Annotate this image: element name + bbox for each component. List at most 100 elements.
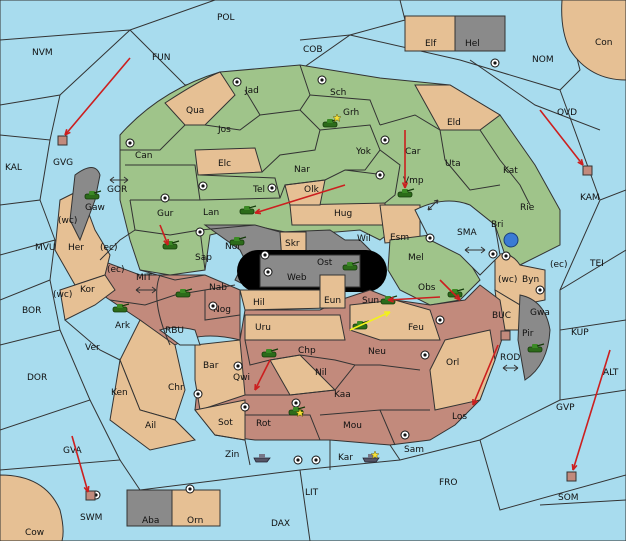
label-dax: DAX [271, 519, 290, 529]
label-rie: Rie [520, 203, 535, 213]
label-nil: Nil [315, 368, 327, 378]
label-jos: Jos [217, 125, 231, 135]
label-byn: Byn [522, 275, 539, 285]
supply-center-icon [208, 301, 218, 311]
supply-center-icon [291, 398, 301, 408]
label-sch: Sch [330, 88, 346, 98]
province-cow[interactable] [0, 474, 64, 541]
province-qua[interactable] [164, 71, 236, 126]
province-labels: POL NVM FUN COB Elf Hel Con NOM OVD KAL … [5, 13, 619, 538]
army-icon [261, 348, 279, 358]
label-lit: LIT [305, 488, 319, 498]
label-alt: ALT [603, 368, 619, 378]
move-arrow-icon [472, 344, 499, 406]
label-mou: Mou [343, 421, 362, 431]
label-cow: Cow [25, 528, 44, 538]
supply-center-icon [317, 75, 327, 85]
label-hug: Hug [334, 209, 352, 219]
province-uru[interactable] [244, 314, 346, 341]
sea-rbu[interactable] [158, 327, 201, 346]
label-hel: Hel [465, 39, 480, 49]
label-web: Web [287, 273, 307, 283]
label-kal: KAL [5, 163, 22, 173]
label-con: Con [595, 38, 613, 48]
label-eun: Eun [324, 296, 341, 306]
label-ost: Ost [317, 258, 333, 268]
province-con[interactable] [561, 0, 626, 81]
order-arrows [64, 57, 611, 493]
move-arrow-icon [159, 224, 169, 246]
province-orn[interactable] [171, 489, 221, 527]
move-arrow-icon [71, 435, 90, 493]
coast-label: (ec) [100, 243, 118, 253]
label-sun: Sun [362, 296, 379, 306]
label-skr: Skr [285, 239, 300, 249]
supply-center-icon [400, 430, 410, 440]
province-kor[interactable] [59, 274, 116, 321]
label-uta: Uta [445, 159, 461, 169]
label-feu: Feu [408, 323, 424, 333]
supply-center-icon [198, 181, 208, 191]
move-arrow-icon [439, 279, 461, 301]
label-lan: Lan [203, 208, 219, 218]
label-chr: Chr [168, 383, 184, 393]
label-eld: Eld [447, 118, 461, 128]
fleet-icon [362, 454, 380, 463]
label-orl: Orl [446, 358, 459, 368]
label-kor: Kor [80, 285, 95, 295]
coast-label: (wc) [498, 275, 517, 285]
supply-center-icon [420, 350, 430, 360]
label-grh: Grh [343, 108, 359, 118]
star-icon [332, 113, 342, 123]
supply-center-icon [375, 170, 385, 180]
label-som: SOM [558, 493, 579, 503]
label-neu: Neu [368, 347, 386, 357]
province-bar[interactable] [194, 339, 246, 411]
supply-center-icon [380, 135, 390, 145]
sea-sma[interactable] [414, 200, 501, 276]
label-gvg: GVG [53, 158, 73, 168]
label-sap: Sap [195, 253, 212, 263]
move-arrow-icon [539, 109, 584, 166]
label-tel: Tel [252, 185, 265, 195]
supply-center-icon [488, 249, 498, 259]
province-eun[interactable] [319, 274, 346, 309]
label-elf: Elf [425, 39, 437, 49]
star-icon [370, 450, 380, 460]
label-mvu: MVU [35, 243, 56, 253]
label-swm: SWM [80, 513, 102, 523]
province-eld[interactable] [414, 84, 501, 131]
label-ail: Ail [145, 421, 156, 431]
move-arrow-icon [254, 184, 346, 215]
label-bar: Bar [203, 361, 219, 371]
label-ark: Ark [115, 321, 131, 331]
fleet-icon [503, 232, 519, 248]
label-rbu: RBU [165, 326, 184, 336]
army-icon [84, 190, 102, 200]
label-sot: Sot [218, 418, 233, 428]
supply-center-icon [240, 402, 250, 412]
label-nom: NOM [532, 55, 554, 65]
label-fun: FUN [152, 53, 171, 63]
land-ring [54, 64, 561, 451]
label-kar: Kar [338, 453, 353, 463]
label-bor: BOR [22, 306, 41, 316]
label-qwi: Qwi [233, 373, 250, 383]
province-ail[interactable] [109, 358, 196, 451]
label-gur: Gur [157, 209, 174, 219]
province-gaw[interactable] [69, 167, 101, 242]
label-car: Car [405, 147, 421, 157]
label-yok: Yok [355, 147, 372, 157]
label-zin: Zin [225, 450, 239, 460]
unit-marker-icon [582, 165, 593, 176]
province-pir[interactable] [517, 294, 551, 381]
supply-center-icon [490, 58, 500, 68]
province-hel[interactable] [454, 15, 506, 52]
supply-center-icon [125, 138, 135, 148]
label-kaa: Kaa [334, 390, 351, 400]
label-fro: FRO [439, 478, 458, 488]
supply-center-icon [160, 193, 170, 203]
coast-label: (ec) [107, 265, 125, 275]
fleet-icon [253, 454, 271, 463]
